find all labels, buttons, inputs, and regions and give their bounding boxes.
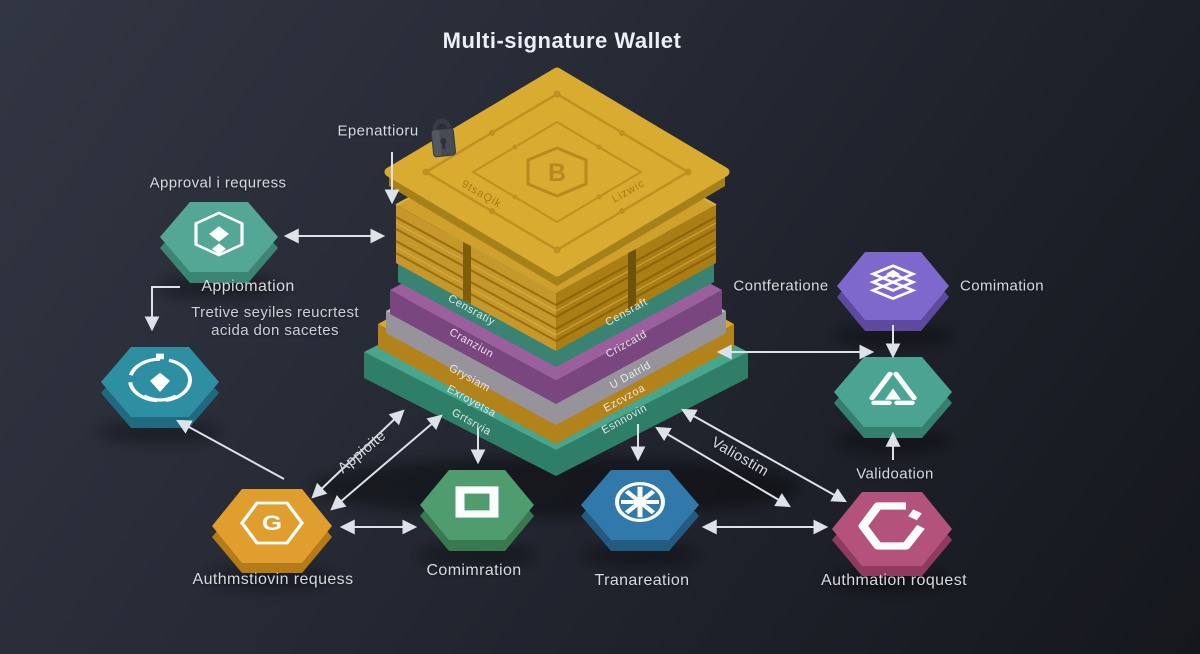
auth-request-left-node-hexagon: G [208, 489, 336, 590]
note-line-1: Tretive seyiles reucrtest [191, 304, 359, 321]
arrow-automation-elbow [144, 286, 180, 332]
arrow-application-2 [330, 414, 443, 511]
g-glyph: G [262, 512, 282, 535]
broken-hexagon-icon [858, 502, 925, 550]
top-plate: B 9tsaQik Lizwic [384, 67, 730, 286]
label-approval-request: Approval i requress [149, 174, 287, 192]
label-confirmation-bottom: Comimration [426, 562, 522, 579]
plate-dots [422, 90, 692, 254]
emblem-glyph: B [548, 159, 566, 187]
bitcoin-emblem-icon: B [526, 146, 588, 198]
page-title: Multi-signature Wallet [442, 28, 682, 53]
label-note: Tretive seyiles reucrtest acida don sace… [191, 304, 359, 340]
arrow-to-automation [176, 419, 285, 480]
label-auth-request-left: Authmstiovin requess [192, 571, 354, 588]
hexagon-g-icon: G [239, 501, 305, 545]
lock-icon [430, 118, 457, 158]
wheel-icon [615, 481, 665, 523]
note-line-2: acida don sacetes [211, 322, 339, 339]
label-operation: Epenattioru [337, 122, 419, 140]
automation-node-hexagon [98, 347, 222, 444]
arrow-validation-diag-2 [655, 426, 791, 508]
label-automation: Appiomation [201, 278, 295, 295]
auth-request-right-node-hexagon [828, 492, 956, 593]
confirmation-bottom-node-hexagon [417, 470, 537, 567]
label-transaction: Tranareation [594, 572, 690, 589]
label-auth-request-right: Authmation roquest [821, 572, 967, 589]
triangle-icon [869, 371, 917, 406]
label-confirmation-left: Contferatione [733, 277, 829, 295]
approval-node-hexagon [157, 202, 281, 299]
label-confirmation-right: Comimation [959, 277, 1045, 295]
emblem-circle-icon [128, 353, 192, 403]
connector-arrows [144, 152, 901, 535]
wallet-stack: B 9tsaQik Lizwic Censratiy Censraft Cran… [311, 67, 801, 517]
square-icon [455, 486, 499, 518]
label-validation: Validoation [856, 465, 934, 483]
